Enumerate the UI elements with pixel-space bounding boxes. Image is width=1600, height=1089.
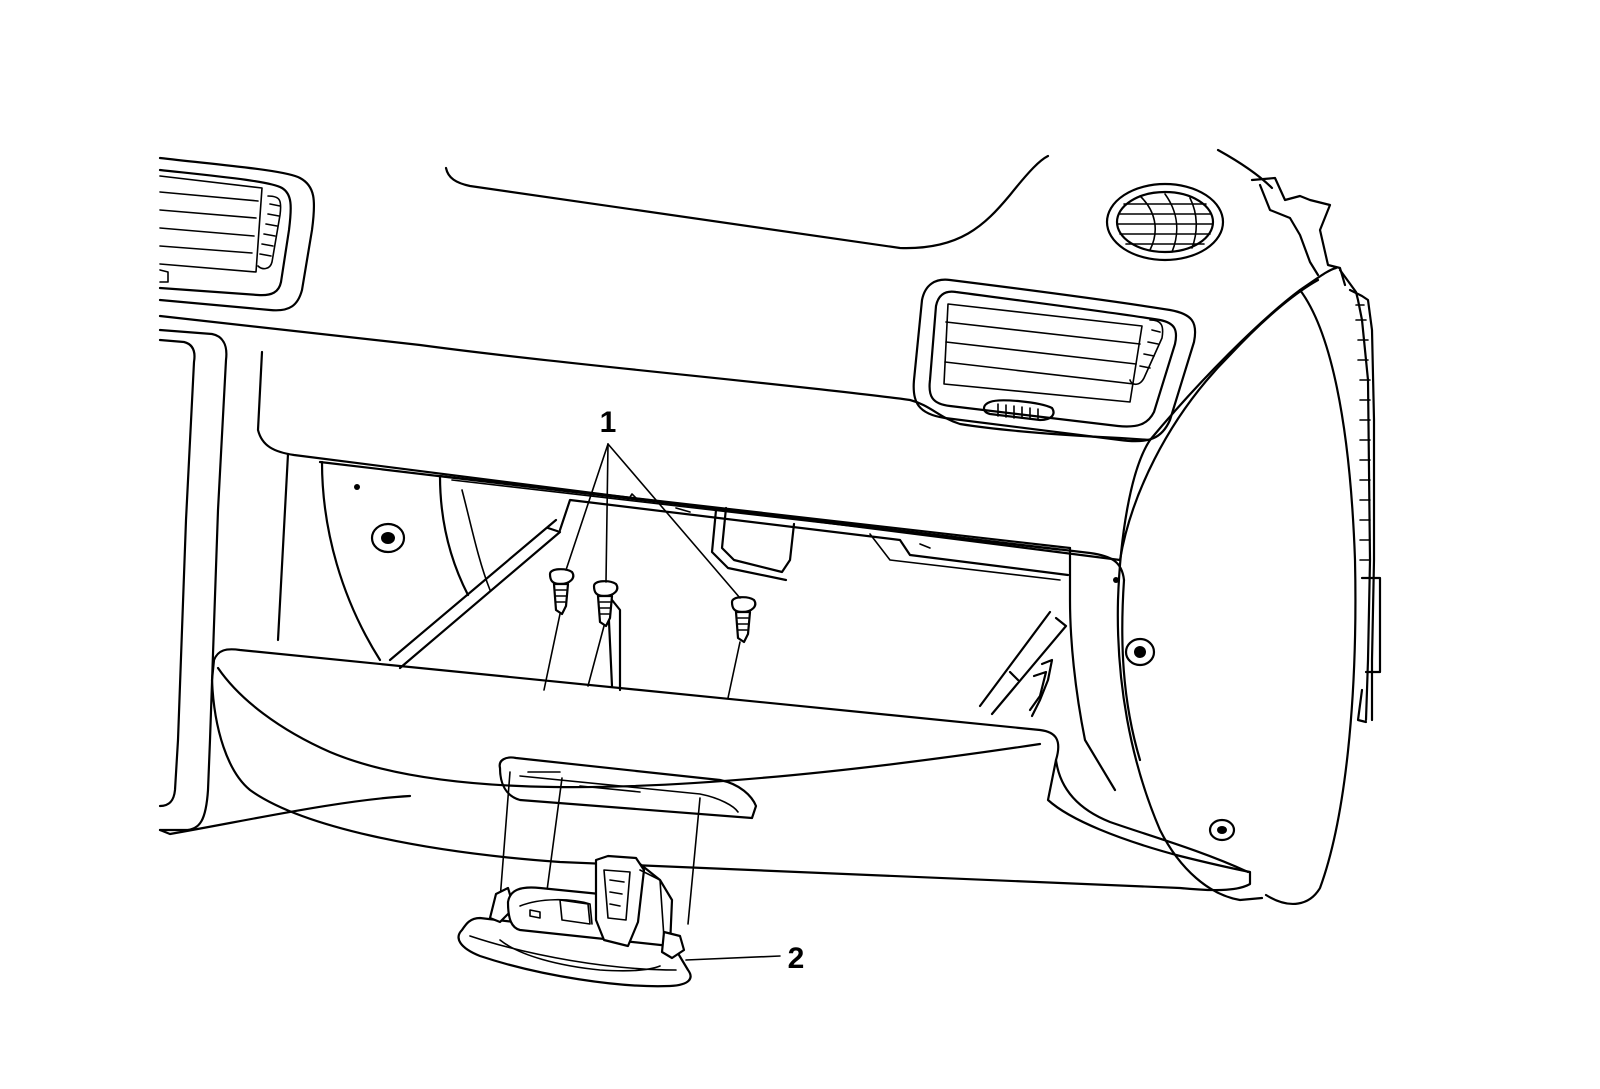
right-side-trim	[1250, 176, 1382, 724]
callout-label-2: 2	[788, 942, 805, 975]
right-air-vent	[912, 278, 1197, 443]
dashboard-lower-panel	[158, 266, 1357, 905]
retainer-pin-center	[587, 580, 619, 687]
dashboard-top-pad	[444, 148, 1274, 250]
retainer-pin-right	[727, 596, 757, 699]
retainer-pin-left	[543, 568, 575, 691]
callout-leaders	[565, 443, 781, 961]
left-air-vent	[158, 156, 316, 312]
glove-box-latch	[457, 771, 701, 988]
left-console-edge	[158, 328, 290, 832]
glove-box-door	[158, 648, 1252, 892]
retainer-pins	[543, 568, 757, 699]
round-defroster-vent	[1105, 182, 1225, 262]
glove-box-cavity	[318, 460, 1236, 842]
callout-label-1: 1	[600, 406, 617, 439]
